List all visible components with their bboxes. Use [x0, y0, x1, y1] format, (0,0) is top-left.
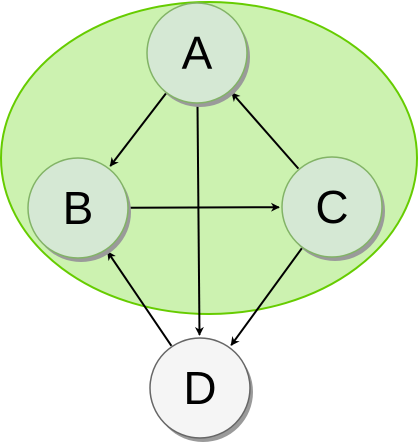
- node-label: C: [315, 181, 348, 233]
- edge-c-to-d: [230, 247, 303, 346]
- node-label: A: [182, 27, 213, 79]
- node-b: B: [27, 157, 131, 262]
- node-circle: [149, 337, 251, 439]
- edge-b-to-c: [128, 202, 280, 212]
- edge-d-to-b: [106, 251, 173, 347]
- node-circle: [146, 2, 248, 104]
- edges-layer: [106, 92, 303, 347]
- nodes-layer: A B C D: [27, 2, 385, 442]
- node-a: A: [146, 2, 250, 107]
- edge-a-to-d: [194, 103, 204, 336]
- node-label: D: [183, 362, 216, 414]
- edge-c-to-a: [231, 92, 300, 170]
- node-circle: [27, 157, 129, 259]
- node-d: D: [149, 337, 253, 442]
- edge-a-to-b: [109, 92, 167, 167]
- node-circle: [281, 156, 383, 258]
- node-label: B: [63, 182, 94, 234]
- node-c: C: [281, 156, 385, 261]
